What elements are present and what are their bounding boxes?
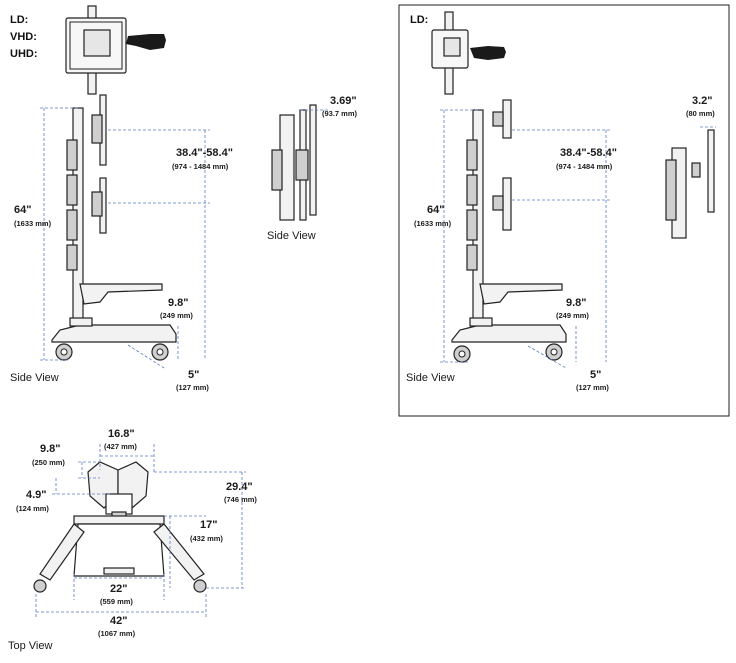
caster-mm: (127 mm) [176, 383, 209, 392]
depth-29-4-mm: (746 mm) [224, 495, 257, 504]
width-16-8-mm: (427 mm) [104, 442, 137, 451]
right-thumbnail [431, 11, 506, 95]
right-height-mm: (1633 mm) [414, 219, 452, 228]
right-panel: LD: 64" (1633 [398, 4, 730, 417]
depth-4-9-label: 4.9" [26, 489, 47, 501]
right-caster-mm: (127 mm) [576, 383, 609, 392]
width-42-mm: (1067 mm) [98, 629, 136, 638]
small-side-view [271, 104, 317, 221]
right-side-view-caption: Side View [406, 372, 455, 384]
right-height-label: 64" [427, 204, 444, 216]
mount-range-label: 38.4"-58.4" [176, 147, 233, 159]
depth-9-8-mm: (250 mm) [32, 458, 65, 467]
top-view: 16.8" (427 mm) 9.8" (250 mm) 4.9" (124 m… [8, 428, 257, 652]
right-shelf-mm: (249 mm) [556, 311, 589, 320]
small-side-view-caption: Side View [267, 230, 316, 242]
width-42-label: 42" [110, 615, 127, 627]
right-mount-range-mm: (974 - 1484 mm) [556, 162, 613, 171]
thumbnail-monitor-adjust [65, 5, 166, 95]
side-depth-label: 3.69" [330, 95, 357, 107]
right-mount-range-label: 38.4"-58.4" [560, 147, 617, 159]
top-view-caption: Top View [8, 640, 52, 652]
depth-9-8-label: 9.8" [40, 443, 61, 455]
shelf-height-mm: (249 mm) [160, 311, 193, 320]
right-model-label-ld: LD: [410, 14, 428, 26]
right-cart-side-view [451, 99, 567, 363]
depth-17-mm: (432 mm) [190, 534, 223, 543]
right-side-depth-mm: (80 mm) [686, 109, 715, 118]
cart-side-view [51, 94, 177, 361]
mount-range-mm: (974 - 1484 mm) [172, 162, 229, 171]
model-label-ld: LD: [10, 14, 28, 26]
side-depth-mm: (93.7 mm) [322, 109, 358, 118]
right-shelf-label: 9.8" [566, 297, 587, 309]
side-view-caption: Side View [10, 372, 59, 384]
right-small-side-view [665, 129, 715, 239]
hand-icon [126, 34, 166, 50]
height-mm: (1633 mm) [14, 219, 52, 228]
depth-17-label: 17" [200, 519, 217, 531]
depth-29-4-label: 29.4" [226, 481, 253, 493]
width-22-mm: (559 mm) [100, 597, 133, 606]
right-panel-frame [398, 4, 730, 417]
shelf-height-label: 9.8" [168, 297, 189, 309]
caster-label: 5" [188, 369, 199, 381]
top-view-cart [33, 461, 207, 593]
left-panel: LD: VHD: UHD: [10, 5, 358, 392]
height-label: 64" [14, 204, 31, 216]
depth-4-9-mm: (124 mm) [16, 504, 49, 513]
model-label-uhd: UHD: [10, 48, 38, 60]
model-label-vhd: VHD: [10, 31, 37, 43]
right-side-depth-label: 3.2" [692, 95, 713, 107]
right-caster-label: 5" [590, 369, 601, 381]
caster-pointer [127, 344, 165, 369]
right-hand-icon [470, 46, 506, 60]
width-16-8-label: 16.8" [108, 428, 135, 440]
width-22-label: 22" [110, 583, 127, 595]
